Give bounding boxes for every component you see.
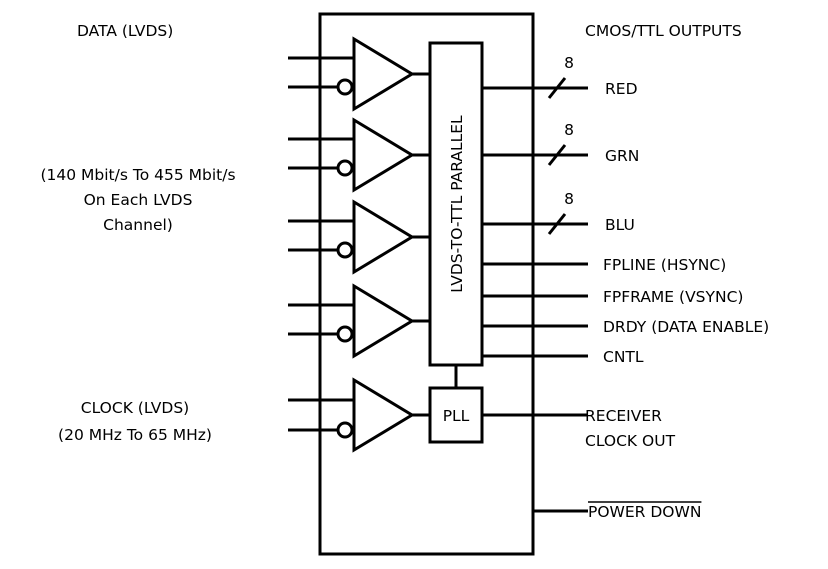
fpframe-label: FPFRAME (VSYNC) — [603, 288, 743, 306]
inverting-input-bubble-icon — [336, 325, 354, 343]
bus-width-blu: 8 — [564, 190, 574, 208]
red-label: RED — [605, 80, 638, 98]
pll-label: PLL — [443, 407, 470, 425]
receiver-buffer-icon — [352, 283, 415, 359]
bus-width-grn: 8 — [564, 121, 574, 139]
blu-label: BLU — [605, 216, 635, 234]
inverting-input-bubble-icon — [336, 241, 354, 259]
inverting-input-bubble-icon — [336, 78, 354, 96]
receiver-buffer-icon — [352, 36, 415, 112]
clock-input-label-line1: CLOCK (LVDS) — [81, 399, 189, 417]
bus-width-red: 8 — [564, 54, 574, 72]
receiver-buffer-icon — [352, 199, 415, 275]
drdy-label: DRDY (DATA ENABLE) — [603, 318, 769, 336]
bus-slash-icon — [547, 77, 567, 99]
bus-slash-icon — [547, 213, 567, 235]
data-input-label: DATA (LVDS) — [77, 22, 173, 40]
power-down-label: POWER DOWN — [588, 503, 701, 521]
lvds-receiver-4 — [288, 283, 430, 359]
lvds-receiver-2 — [288, 117, 430, 193]
fpline-label: FPLINE (HSYNC) — [603, 256, 726, 274]
data-rate-label-line1: (140 Mbit/s To 455 Mbit/s — [40, 166, 235, 184]
receiver-clock-out-label-line2: CLOCK OUT — [585, 432, 676, 450]
receiver-clock-out-label-line1: RECEIVER — [585, 407, 662, 425]
device-body — [318, 12, 535, 556]
receiver-buffer-icon — [352, 377, 415, 453]
lvds-clock-receiver — [288, 377, 430, 453]
lvds-receiver-1 — [288, 36, 430, 112]
clock-input-label-line2: (20 MHz To 65 MHz) — [58, 426, 212, 444]
lvds-receiver-3 — [288, 199, 430, 275]
data-rate-label-line3: Channel) — [103, 216, 173, 234]
cntl-label: CNTL — [603, 348, 644, 366]
data-rate-label-line2: On Each LVDS — [84, 191, 193, 209]
grn-label: GRN — [605, 147, 639, 165]
converter-label: LVDS-TO-TTL PARALLEL — [448, 115, 466, 293]
outputs-title: CMOS/TTL OUTPUTS — [585, 22, 742, 40]
receiver-buffer-icon — [352, 117, 415, 193]
inverting-input-bubble-icon — [336, 421, 354, 439]
inverting-input-bubble-icon — [336, 159, 354, 177]
bus-slash-icon — [547, 144, 567, 166]
